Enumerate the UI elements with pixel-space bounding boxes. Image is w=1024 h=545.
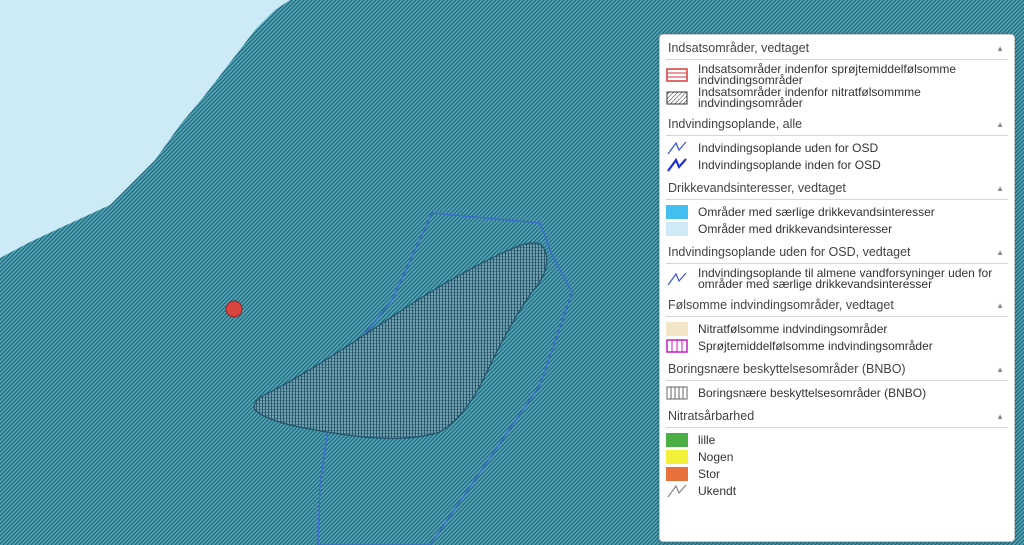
legend-section-header[interactable]: Følsomme indvindingsområder, vedtaget ▲ bbox=[666, 294, 1008, 317]
legend-item: Boringsnære beskyttelsesområder (BNBO) bbox=[666, 385, 1008, 401]
legend-item: Indvindingsoplande uden for OSD bbox=[666, 140, 1008, 156]
fill-lightblue-symbol-icon bbox=[666, 222, 688, 236]
legend-item: Indsatsområder indenfor nitratfølsommme … bbox=[666, 85, 1008, 110]
legend-section-items: Indvindingsoplande til almene vandforsyn… bbox=[666, 264, 1008, 294]
fill-orange-symbol-icon bbox=[666, 467, 688, 481]
legend-section-items: Indsatsområder indenfor sprøjtemiddelføl… bbox=[666, 60, 1008, 113]
legend-section-header[interactable]: Boringsnære beskyttelsesområder (BNBO) ▲ bbox=[666, 358, 1008, 381]
legend-section-header[interactable]: Indsatsområder, vedtaget ▲ bbox=[666, 37, 1008, 60]
legend-item-label: Indvindingsoplande inden for OSD bbox=[698, 157, 881, 172]
collapse-caret-icon[interactable]: ▲ bbox=[996, 119, 1004, 129]
legend-section-title: Indvindingsoplande, alle bbox=[668, 117, 803, 131]
legend-section-items: Indvindingsoplande uden for OSD Indvindin… bbox=[666, 136, 1008, 177]
legend-item: Nitratfølsomme indvindingsområder bbox=[666, 321, 1008, 337]
legend-item: lille bbox=[666, 432, 1008, 448]
legend-item: Nogen bbox=[666, 449, 1008, 465]
map-legend: Indsatsområder, vedtaget ▲ Indsatsområder … bbox=[659, 34, 1015, 542]
legend-item: Ukendt bbox=[666, 483, 1008, 499]
legend-section-title: Boringsnære beskyttelsesområder (BNBO) bbox=[668, 362, 906, 376]
legend-section-items: Boringsnære beskyttelsesområder (BNBO) bbox=[666, 381, 1008, 405]
legend-section-title: Indvindingsoplande uden for OSD, vedtage… bbox=[668, 245, 911, 259]
fill-cyan-symbol-icon bbox=[666, 205, 688, 219]
red-hatch-symbol-icon bbox=[666, 68, 688, 82]
legend-item: Sprøjtemiddelfølsomme indvindingsområder bbox=[666, 338, 1008, 354]
black-diag-hatch-symbol-icon bbox=[666, 91, 688, 105]
fill-green-symbol-icon bbox=[666, 433, 688, 447]
collapse-caret-icon[interactable]: ▲ bbox=[996, 411, 1004, 421]
legend-item: Indsatsområder indenfor sprøjtemiddelføl… bbox=[666, 62, 1008, 87]
legend-section-header[interactable]: Indvindingsoplande uden for OSD, vedtage… bbox=[666, 241, 1008, 264]
blue-line-thin-symbol-icon bbox=[666, 272, 688, 286]
legend-item-label: Indsatsområder indenfor nitratfølsommme … bbox=[698, 85, 921, 110]
nitrate-sensitive-focus-area[interactable] bbox=[253, 242, 548, 439]
magenta-vert-hatch-symbol-icon bbox=[666, 339, 688, 353]
legend-item-label: Ukendt bbox=[698, 483, 737, 498]
legend-item: Indvindingsoplande til almene vandforsyn… bbox=[666, 266, 1008, 291]
grey-vert-hatch-symbol-icon bbox=[666, 386, 688, 400]
legend-item: Indvindingsoplande inden for OSD bbox=[666, 157, 1008, 173]
legend-section-title: Drikkevandsinteresser, vedtaget bbox=[668, 181, 846, 195]
legend-section-title: Følsomme indvindingsområder, vedtaget bbox=[668, 298, 894, 312]
legend-item-label: Boringsnære beskyttelsesområder (BNBO) bbox=[698, 385, 927, 400]
legend-item-label: Indvindingsoplande til almene vandforsyn… bbox=[698, 266, 993, 291]
legend-item-label: Stor bbox=[698, 466, 721, 481]
legend-item-label: Nitratfølsomme indvindingsområder bbox=[698, 321, 888, 336]
fill-yellow-symbol-icon bbox=[666, 450, 688, 464]
legend-section-title: Nitratsårbarhed bbox=[668, 409, 755, 423]
legend-item-label: Indvindingsoplande uden for OSD bbox=[698, 140, 879, 155]
legend-item-label: Områder med drikkevandsinteresser bbox=[698, 221, 893, 236]
collapse-caret-icon[interactable]: ▲ bbox=[996, 43, 1004, 53]
legend-item-label: lille bbox=[698, 432, 716, 447]
legend-item: Områder med særlige drikkevandsinteresse… bbox=[666, 204, 1008, 220]
legend-item-label: Nogen bbox=[698, 449, 734, 464]
legend-section-items: Områder med særlige drikkevandsinteresse… bbox=[666, 200, 1008, 241]
collapse-caret-icon[interactable]: ▲ bbox=[996, 183, 1004, 193]
collapse-caret-icon[interactable]: ▲ bbox=[996, 300, 1004, 310]
fill-beige-symbol-icon bbox=[666, 322, 688, 336]
legend-item-label: Sprøjtemiddelfølsomme indvindingsområder bbox=[698, 338, 933, 353]
legend-item-label: Indsatsområder indenfor sprøjtemiddelføl… bbox=[698, 62, 957, 87]
legend-section-header[interactable]: Drikkevandsinteresser, vedtaget ▲ bbox=[666, 177, 1008, 200]
grey-line-symbol-icon bbox=[666, 484, 688, 498]
well-point-marker[interactable] bbox=[225, 300, 243, 318]
legend-item: Områder med drikkevandsinteresser bbox=[666, 221, 1008, 237]
legend-section-title: Indsatsområder, vedtaget bbox=[668, 41, 810, 55]
legend-item-label: Områder med særlige drikkevandsinteresse… bbox=[698, 204, 935, 219]
water-area bbox=[0, 0, 290, 258]
legend-section-header[interactable]: Nitratsårbarhed ▲ bbox=[666, 405, 1008, 428]
collapse-caret-icon[interactable]: ▲ bbox=[996, 247, 1004, 257]
collapse-caret-icon[interactable]: ▲ bbox=[996, 364, 1004, 374]
blue-line-thin-symbol-icon bbox=[666, 141, 688, 155]
legend-item: Stor bbox=[666, 466, 1008, 482]
legend-section-header[interactable]: Indvindingsoplande, alle ▲ bbox=[666, 113, 1008, 136]
blue-line-thick-symbol-icon bbox=[666, 158, 688, 172]
